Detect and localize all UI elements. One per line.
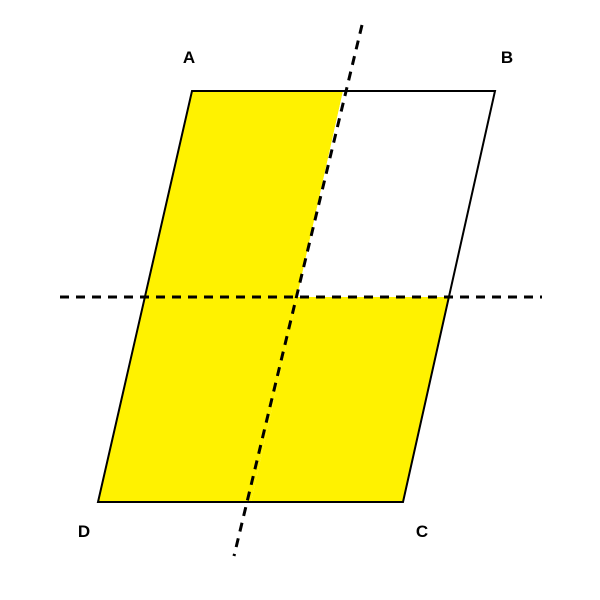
vertex-label-a: A bbox=[183, 48, 195, 67]
parallelogram-outline bbox=[96, 90, 497, 503]
slanted-dashed-line bbox=[232, 24, 364, 557]
vertex-label-c: C bbox=[416, 522, 428, 541]
shaded-region-top-left bbox=[145, 91, 343, 297]
shaded-region-bottom-left bbox=[98, 297, 297, 502]
vertex-label-b: B bbox=[501, 48, 513, 67]
unshaded-region-top-right bbox=[297, 91, 495, 297]
shaded-region-bottom-right bbox=[251, 297, 449, 502]
vertex-label-d: D bbox=[78, 522, 90, 541]
